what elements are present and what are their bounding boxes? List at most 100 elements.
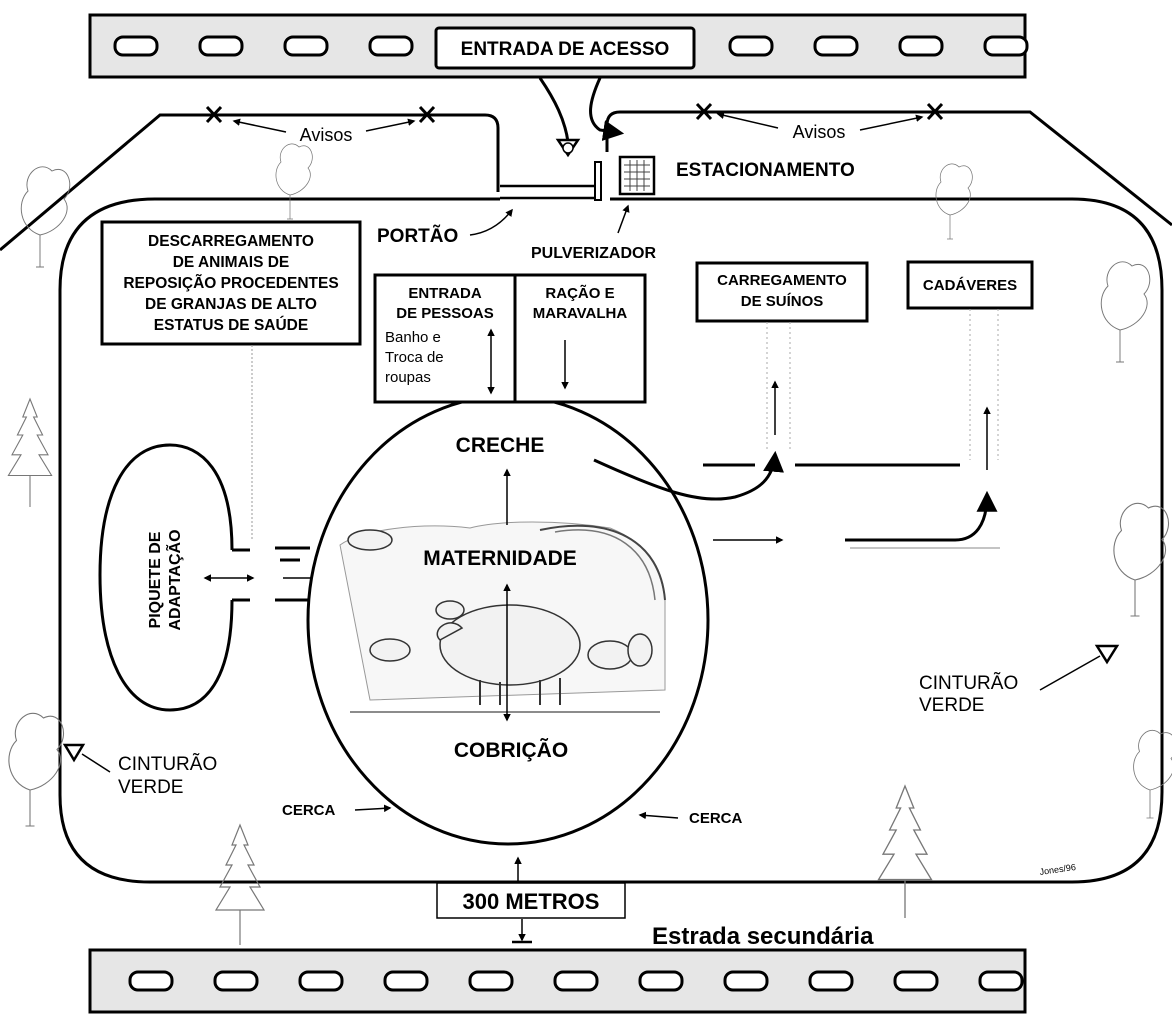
carcass-lane <box>969 309 999 460</box>
lane-marking <box>553 970 599 992</box>
signs-arrow <box>232 118 287 133</box>
feed-bedding-box: RAÇÃO E MARAVALHA <box>513 273 647 404</box>
access-entrance-label: ENTRADA DE ACESSO <box>461 39 670 60</box>
green-belt-left-line-2: VERDE <box>118 777 183 798</box>
breeding-label: COBRIÇÃO <box>454 739 568 762</box>
lane-marking <box>898 35 944 57</box>
tree-icon <box>215 824 265 946</box>
tree-icon <box>275 143 313 220</box>
sprayer-label: PULVERIZADOR <box>531 245 656 262</box>
entrance-arrow-parking <box>589 77 625 141</box>
distance-label: 300 METROS <box>463 889 600 914</box>
lane-marking <box>128 970 174 992</box>
tree-icon <box>1113 502 1170 617</box>
lane-marking <box>368 35 414 57</box>
green-belt-right-line-1: CINTURÃO <box>919 672 1018 694</box>
lane-marking <box>723 970 769 992</box>
secondary-road <box>88 948 1027 1014</box>
road-lane-markings <box>128 970 1024 992</box>
x-mark-icon <box>695 102 713 121</box>
unloading-replacement-animals-box: DESCARREGAMENTO DE ANIMAIS DE REPOSIÇÃO … <box>100 220 362 346</box>
outer-fence-right <box>605 110 1172 227</box>
people-entrance-line-2: DE PESSOAS <box>396 305 494 322</box>
signs-label-left: Avisos <box>300 125 353 145</box>
green-belt-left-line-1: CINTURÃO <box>118 753 217 775</box>
sprayer-icon <box>555 138 581 158</box>
x-mark-icon <box>418 105 436 124</box>
lane-marking <box>983 35 1029 57</box>
pig-loading-line-1: CARREGAMENTO <box>717 272 847 289</box>
lane-marking <box>638 970 684 992</box>
tree-icon <box>935 163 973 240</box>
signs-arrow <box>365 118 416 132</box>
lane-marking <box>808 970 854 992</box>
distance-label-box: 300 METROS <box>436 882 626 919</box>
x-mark-icon <box>205 105 223 124</box>
secondary-road-label: Estrada secundária <box>652 923 874 950</box>
signs-label-right: Avisos <box>793 122 846 142</box>
lane-marking <box>978 970 1024 992</box>
parking-label: ESTACIONAMENTO <box>676 160 855 181</box>
x-mark-icon <box>926 102 944 121</box>
entrance-arrow-left <box>538 77 570 143</box>
lane-marking <box>198 35 244 57</box>
gate <box>500 161 602 201</box>
green-belt-pointer-left <box>81 753 111 773</box>
feed-line-2: MARAVALHA <box>533 305 628 322</box>
tree-icon <box>20 166 71 268</box>
pig-loading-box: CARREGAMENTO DE SUÍNOS <box>695 261 869 323</box>
feed-line-1: RAÇÃO E <box>545 284 614 302</box>
gate-label: PORTÃO <box>377 225 458 247</box>
green-belt-pointer-right <box>1039 655 1101 691</box>
lane-marking <box>383 970 429 992</box>
gate-arrow <box>469 208 513 236</box>
signs-arrow <box>716 111 779 129</box>
nursery-to-loading-curve <box>593 450 784 501</box>
outer-fence-left <box>0 113 500 252</box>
tree-icon <box>877 785 933 919</box>
lane-marking <box>728 35 774 57</box>
tree-icon <box>8 712 65 827</box>
unloading-line-3: REPOSIÇÃO PROCEDENTES <box>123 274 338 292</box>
carcasses-label: CADÁVERES <box>923 277 1017 294</box>
fence-label-right: CERCA <box>689 810 743 827</box>
unloading-line-5: ESTATUS DE SAÚDE <box>154 316 308 334</box>
lane-marking <box>113 35 159 57</box>
paddock-label-line-1: PIQUETE DE <box>147 531 164 628</box>
shower-line-1: Banho e <box>385 329 441 346</box>
farm-perimeter-fence <box>58 197 1164 884</box>
fence-arrow-right <box>638 811 679 820</box>
building-entry-lines <box>275 546 310 602</box>
paddock-label-line-2: ADAPTAÇÃO <box>164 529 184 630</box>
maternity-label: MATERNIDADE <box>423 547 577 570</box>
people-entrance-box: ENTRADA DE PESSOAS Banho e Troca de roup… <box>373 273 517 404</box>
unloading-line-1: DESCARREGAMENTO <box>148 233 314 250</box>
tree-icon <box>7 398 53 508</box>
people-entrance-line-1: ENTRADA <box>408 285 481 302</box>
unloading-line-4: DE GRANJAS DE ALTO <box>145 296 317 313</box>
triangle-marker-icon <box>62 743 86 763</box>
sprayer-arrow <box>617 204 630 234</box>
adaptation-paddock <box>98 443 234 712</box>
illustrator-signature: Jones/96 <box>1039 862 1077 877</box>
green-belt-right-line-2: VERDE <box>919 695 984 716</box>
lane-marking <box>213 970 259 992</box>
unloading-line-2: DE ANIMAIS DE <box>173 254 290 271</box>
tree-icon <box>1100 261 1151 363</box>
lane-marking <box>468 970 514 992</box>
pig-loading-line-2: DE SUÍNOS <box>741 293 824 310</box>
lane-marking <box>298 970 344 992</box>
triangle-marker-icon <box>1094 644 1120 665</box>
paddock-entrance <box>232 548 250 602</box>
shower-line-3: roupas <box>385 369 431 386</box>
road-lane-markings <box>113 35 1029 57</box>
exit-to-carcass-curve <box>845 490 998 542</box>
loading-lane <box>766 322 791 450</box>
lane-marking <box>283 35 329 57</box>
fence-label-left: CERCA <box>282 802 336 819</box>
fence-arrow-left <box>354 804 392 813</box>
tree-icon <box>1133 729 1172 819</box>
shower-line-2: Troca de <box>385 349 444 366</box>
parking-icon <box>618 155 656 196</box>
